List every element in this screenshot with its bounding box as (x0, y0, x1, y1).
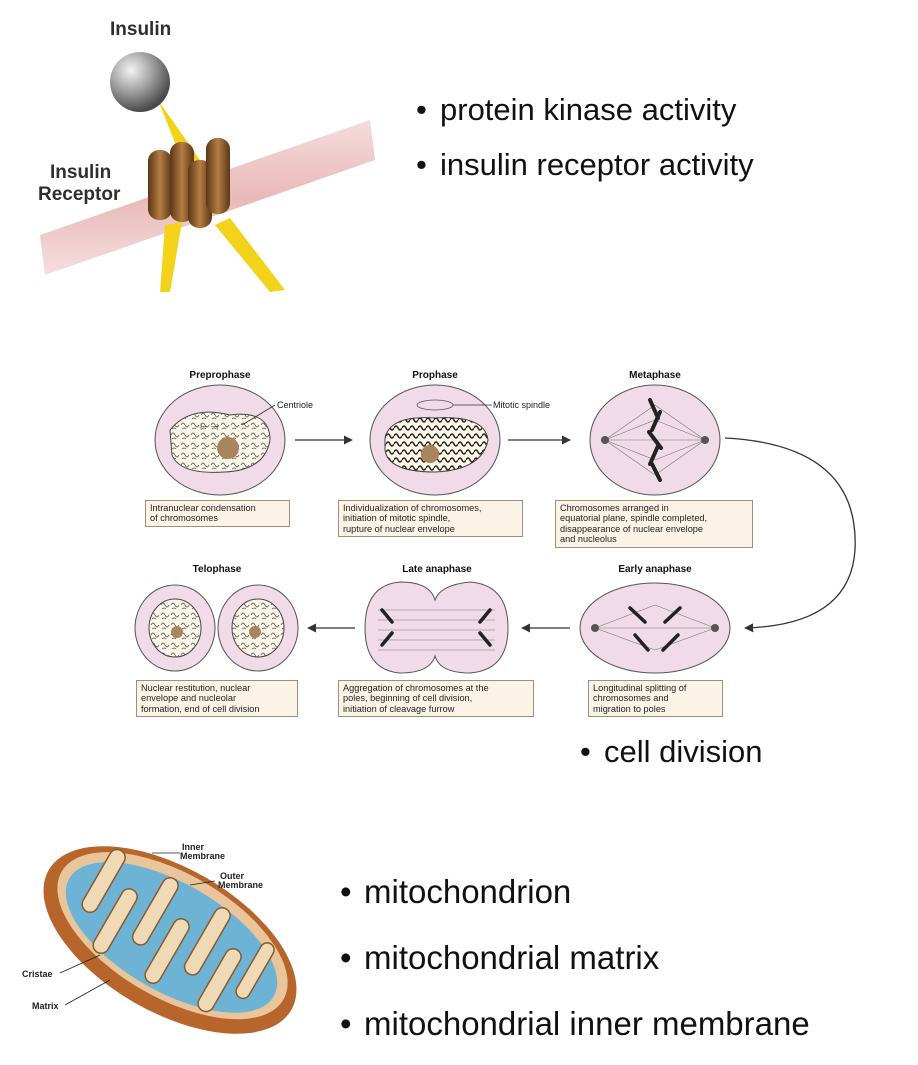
term-mitochondrial-inner-membrane: mitochondrial inner membrane (340, 991, 810, 1057)
term-mitochondrion: mitochondrion (340, 859, 810, 925)
cristae-label: Cristae (22, 969, 53, 979)
title-metaphase: Metaphase (629, 370, 681, 381)
insulin-term-list: protein kinase activity insulin receptor… (416, 82, 754, 192)
insulin-label: Insulin (110, 19, 171, 40)
centriole-pointer (241, 404, 276, 426)
title-telophase: Telophase (192, 564, 242, 575)
receptor-protein (148, 138, 230, 228)
cristae-folds (81, 848, 275, 1013)
caption-metaphase: Chromosomes arranged in equatorial plane… (555, 500, 753, 548)
mitochondrion-illustration: Inner Membrane Outer Membrane Cristae Ma… (22, 842, 297, 1034)
caption-late-anaphase: Aggregation of chromosomes at the poles,… (338, 680, 534, 718)
receptor-label-line2: Receptor (38, 184, 121, 205)
title-late-anaphase: Late anaphase (402, 564, 472, 575)
receptor-label-line1: Insulin (50, 162, 111, 183)
title-early-anaphase: Early anaphase (618, 564, 692, 575)
cell-early-anaphase (579, 582, 731, 674)
matrix-label: Matrix (32, 1001, 59, 1011)
mitosis-diagram: ⊢ ⊣ Centriole Mitotic spindle (130, 360, 870, 740)
signal-ray (215, 218, 285, 292)
arrow-to-early-anaphase (724, 437, 856, 633)
caption-preprophase: Intranuclear condensation of chromosomes (145, 500, 290, 527)
term-mitochondrial-matrix: mitochondrial matrix (340, 925, 810, 991)
signal-ray (160, 222, 182, 292)
cell-preprophase: ⊢ ⊣ (154, 384, 286, 496)
inner-membrane-label-2: Membrane (180, 851, 225, 861)
cell-metaphase (589, 384, 721, 496)
cell-late-anaphase (364, 581, 509, 674)
caption-prophase: Individualization of chromosomes, initia… (338, 500, 523, 538)
mitotic-spindle-label: Mitotic spindle (493, 400, 550, 410)
mitochondrion-term-list: mitochondrion mitochondrial matrix mitoc… (340, 859, 810, 1057)
title-preprophase: Preprophase (189, 370, 251, 381)
caption-telophase: Nuclear restitution, nuclear envelope an… (136, 680, 298, 718)
term-protein-kinase-activity: protein kinase activity (416, 82, 754, 137)
svg-text:⊢ ⊣: ⊢ ⊣ (200, 422, 218, 432)
caption-early-anaphase: Longitudinal splitting of chromosomes an… (588, 680, 723, 718)
cell-prophase (369, 384, 501, 496)
outer-membrane-label-2: Membrane (218, 880, 263, 890)
term-insulin-receptor-activity: insulin receptor activity (416, 137, 754, 192)
mitosis-term-list: cell division (580, 734, 763, 770)
mitosis-drawing: ⊢ ⊣ Centriole Mitotic spindle (134, 384, 856, 674)
insulin-receptor-illustration: Insulin Insulin Receptor (38, 19, 375, 292)
insulin-molecule (110, 52, 170, 112)
title-prophase: Prophase (412, 370, 458, 381)
term-cell-division: cell division (580, 734, 763, 770)
inner-membrane-label-1: Inner (182, 842, 205, 852)
centriole-label: Centriole (277, 400, 313, 410)
outer-membrane-label-1: Outer (220, 871, 245, 881)
cell-telophase (134, 584, 299, 672)
